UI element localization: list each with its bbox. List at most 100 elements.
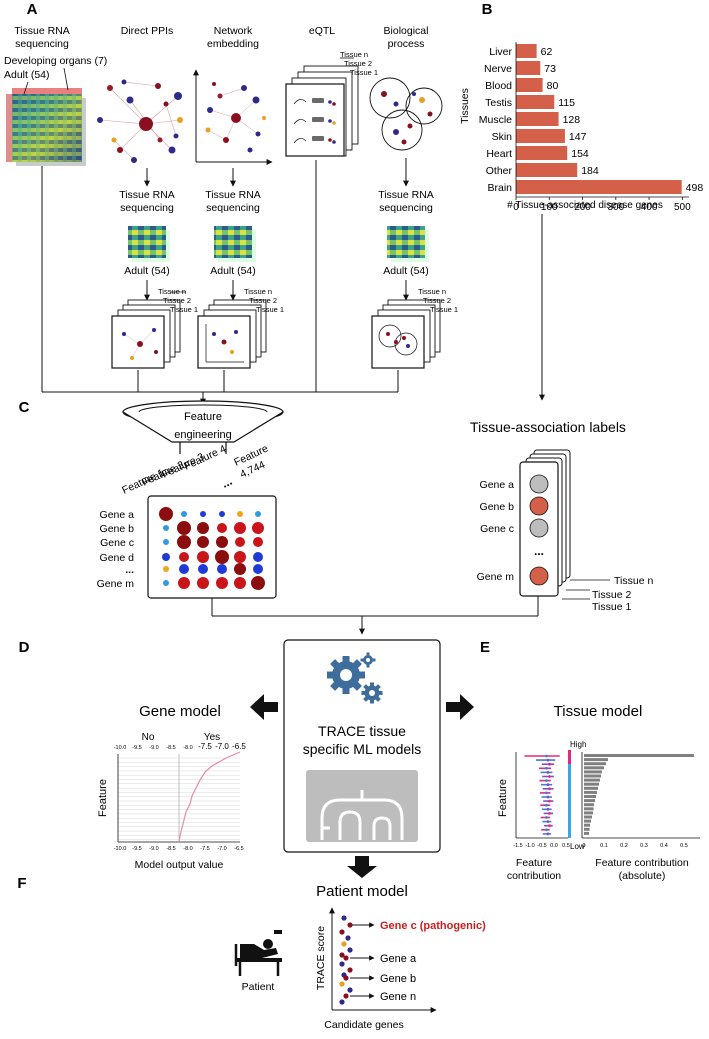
beeswarm-point (545, 754, 548, 758)
gear-icon (327, 652, 383, 704)
bar-value-muscle: 128 (563, 114, 581, 126)
rna-heatmap-large (6, 67, 86, 166)
contribution-bar (584, 799, 595, 803)
column-header-bio-line1: Biological (384, 25, 429, 37)
gene-pathogenic-label: Gene c (pathogenic) (380, 920, 486, 932)
contribution-bar (584, 754, 694, 757)
matrix-dot (253, 537, 263, 547)
trace-model-box: TRACE tissue specific ML models (283, 639, 441, 853)
contribution-bar (584, 774, 601, 778)
beeswarm-point (548, 787, 551, 791)
bar-value-nerve: 73 (544, 63, 556, 75)
tissue-model-high: High (570, 740, 586, 749)
funnel-label-line2: engineering (174, 429, 232, 441)
tissue-model-xlabel-left-2: contribution (507, 870, 561, 882)
tissue-model-left-tick: 0.5 (562, 843, 570, 849)
column-header-rna-line1: Tissue RNA (14, 25, 70, 37)
tissue-model-xlabel-right-2: (absolute) (619, 870, 666, 882)
contribution-bar (584, 823, 590, 827)
matrix-dot (234, 551, 246, 563)
panel-b-chart: Tissues # Tissue-associated disease gene… (459, 42, 703, 213)
chart-b-xlabel: # Tissue-associated disease genes (507, 200, 663, 211)
bar-muscle (516, 112, 559, 126)
bar-blood (516, 78, 543, 92)
arrow-to-tissue-model (446, 694, 474, 720)
gene-row-label: Gene a (100, 509, 135, 521)
contribution-bar (584, 803, 594, 807)
matrix-dot (198, 564, 208, 574)
panel-label-f: F (17, 875, 26, 892)
matrix-dot (235, 537, 245, 547)
candidate-gene-dot (341, 941, 347, 947)
matrix-dot (253, 552, 263, 562)
trace-score-label: TRACE score (315, 926, 327, 990)
gene-model-yes-tick: -7.5 (198, 742, 212, 751)
candidate-gene-dot (347, 987, 353, 993)
tissue-model-right-tick: 0 (582, 843, 585, 849)
column-header-ppi: Direct PPIs (121, 25, 174, 37)
candidate-gene-dot (347, 947, 353, 953)
bar-nerve (516, 61, 541, 75)
dendrogram-icon (306, 770, 418, 842)
panel-label-d: D (19, 639, 30, 656)
bio-tissue-n: Tissue n (418, 287, 446, 296)
label-circle (529, 518, 549, 538)
matrix-dot (177, 535, 191, 549)
eqtl-tissue-2: Tissue 2 (344, 59, 372, 68)
matrix-dot (163, 525, 169, 531)
matrix-dot (255, 511, 261, 517)
panel-d: Gene model No Yes -10.0-9.5-9.0-8.5-8.0-… (97, 703, 246, 871)
matrix-dot (163, 539, 169, 545)
bar-testis (516, 95, 555, 109)
net-tissue-n: Tissue n (244, 287, 272, 296)
panel-label-c: C (19, 399, 30, 416)
label-gene-name: Gene c (480, 523, 514, 535)
matrix-dot (159, 507, 173, 521)
gene-model-bottom-tick: -6.5 (234, 846, 243, 852)
column-header-network-line1: Network (214, 25, 253, 37)
tissue-model-xlabel-left-1: Feature (516, 857, 552, 869)
rna-label-ppi-line2: sequencing (120, 202, 174, 214)
beeswarm-point (545, 828, 548, 832)
chart-b-tick-label: 100 (541, 202, 558, 213)
eqtl-tissue-n: Tissue n (340, 50, 368, 59)
label-ellipsis: ... (534, 544, 544, 558)
contribution-bar (584, 766, 604, 770)
gene-model-title: Gene model (139, 703, 221, 720)
gene-n-label: Gene n (380, 991, 416, 1003)
matrix-dot (219, 511, 225, 517)
chart-b-tick-label: 0 (513, 202, 519, 213)
ppi-tissue-1: Tissue 1 (170, 305, 198, 314)
tissue-cards-ppi: Tissue n Tissue 2 Tissue 1 (111, 287, 198, 369)
gene-model-ylabel: Feature (97, 779, 109, 817)
candidate-genes-label: Candidate genes (324, 1019, 403, 1031)
tissue-model-xlabel-right-1: Feature contribution (595, 857, 689, 869)
matrix-dot (234, 522, 246, 534)
contribution-bar (584, 762, 606, 766)
rna-label-bio-line1: Tissue RNA (378, 189, 434, 201)
candidate-gene-dot (343, 955, 349, 961)
eqtl-cards: Tissue n Tissue 2 Tissue 1 (285, 50, 378, 157)
matrix-dot (251, 576, 265, 590)
adult-label-net: Adult (54) (210, 265, 256, 277)
candidate-gene-dot (341, 915, 347, 921)
gene-model-no: No (142, 732, 155, 743)
bar-value-blood: 80 (547, 80, 559, 92)
bar-category-other: Other (486, 165, 513, 177)
chart-b-tick-label: 400 (641, 202, 658, 213)
tissue-model-left-tick: 0.0 (550, 843, 558, 849)
tissue-model-left-tick: -1.0 (525, 843, 534, 849)
beeswarm-point (546, 820, 550, 823)
bar-category-testis: Testis (485, 97, 512, 109)
feature-dots: ... (219, 474, 234, 491)
contribution-bar (584, 819, 591, 823)
contribution-bar (584, 778, 600, 782)
label-circle (529, 496, 549, 516)
candidate-gene-dot (339, 981, 345, 987)
candidate-gene-dot (343, 993, 349, 999)
matrix-dot (197, 536, 209, 548)
